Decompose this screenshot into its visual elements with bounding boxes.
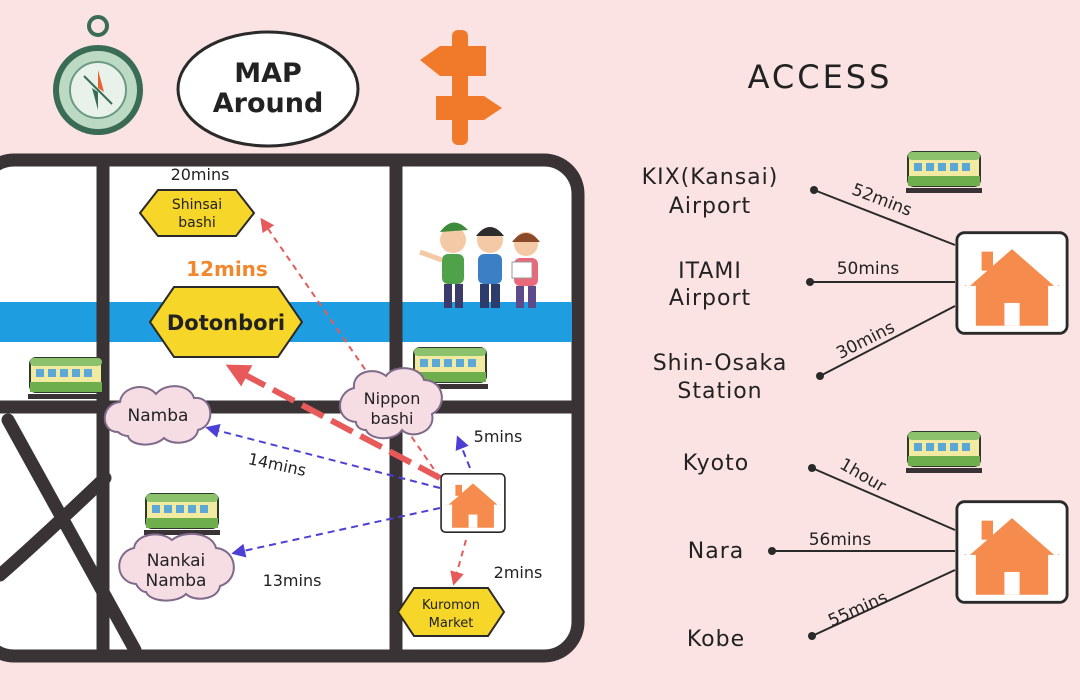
time-nipponbashi: 5mins: [474, 427, 523, 446]
route-namba: [205, 424, 441, 489]
route-dotonbori: [225, 364, 442, 481]
access-origin-shinosaka-line2: Station: [677, 379, 762, 404]
house-icon: [957, 233, 1067, 334]
train-icon: [28, 357, 104, 400]
nankai-namba-line1: Nankai: [147, 551, 206, 571]
access-time-itami: 50mins: [837, 259, 900, 279]
place-nankai-namba: Nankai Namba: [118, 532, 235, 602]
house-icon: [440, 472, 506, 534]
time-shinsaibashi: 20mins: [171, 165, 230, 184]
place-kuromon-market: Kuromon Market: [396, 587, 506, 637]
time-kuromon: 2mins: [494, 563, 543, 582]
train-icon: [144, 493, 220, 536]
house-icon: [957, 502, 1067, 603]
access-time-kix: 52mins: [849, 180, 915, 221]
place-dotonbori: Dotonbori: [148, 286, 304, 358]
access-group-2: Kyoto 1hour Nara 56mins Kobe 55mins: [683, 451, 956, 652]
place-shinsaibashi: Shinsai bashi: [138, 189, 256, 237]
access-origin-kix-line1: KIX(Kansai): [642, 165, 779, 190]
map-badge-line2: Around: [213, 88, 324, 119]
access-origin-shinosaka-line1: Shin-Osaka: [653, 351, 788, 376]
access-origin-kobe: Kobe: [687, 627, 745, 652]
tourists-icon: [419, 222, 540, 308]
map-around-badge: MAP Around: [176, 30, 360, 148]
route-shinsaibashi: [260, 217, 441, 479]
compass-icon: [53, 15, 143, 135]
kuromon-line1: Kuromon: [422, 598, 480, 613]
shinsaibashi-line2: bashi: [178, 215, 216, 231]
place-namba: Namba: [103, 385, 212, 446]
signpost-icon: [420, 30, 502, 145]
dotonbori-label: Dotonbori: [167, 311, 285, 335]
train-icon: [906, 151, 982, 194]
time-dotonbori: 12mins: [186, 257, 268, 281]
access-origin-itami-line2: Airport: [669, 286, 751, 311]
shinsaibashi-line1: Shinsai: [172, 197, 222, 213]
access-origin-kyoto: Kyoto: [683, 451, 749, 476]
nipponbashi-line2: bashi: [371, 409, 414, 428]
train-icon: [906, 431, 982, 474]
place-nipponbashi: Nippon bashi: [339, 367, 443, 440]
access-title: ACCESS: [748, 58, 893, 96]
access-origin-itami-line1: ITAMI: [678, 259, 742, 284]
route-nipponbashi: [455, 435, 471, 469]
namba-label: Namba: [128, 406, 189, 426]
kuromon-line2: Market: [429, 616, 474, 631]
access-time-kobe: 55mins: [825, 588, 890, 632]
route-kuromon: [450, 539, 467, 586]
time-nankai-namba: 13mins: [263, 571, 322, 590]
access-origin-kix-line2: Airport: [669, 194, 751, 219]
access-group-1: KIX(Kansai) Airport 52mins ITAMI Airport…: [642, 165, 956, 404]
access-time-nara: 56mins: [809, 530, 872, 550]
access-origin-nara: Nara: [688, 539, 744, 564]
map-badge-line1: MAP: [234, 58, 302, 89]
nankai-namba-line2: Namba: [146, 571, 207, 591]
nipponbashi-line1: Nippon: [364, 389, 421, 408]
